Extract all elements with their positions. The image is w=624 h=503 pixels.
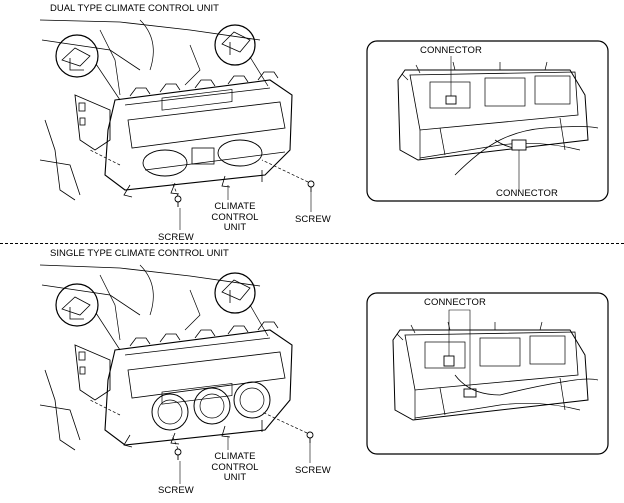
dual-screw-right-label: SCREW (295, 214, 331, 225)
dual-connector-detail (366, 40, 609, 202)
single-screw-right-label: SCREW (295, 465, 331, 476)
single-type-section-title: SINGLE TYPE CLIMATE CONTROL UNIT (50, 248, 229, 259)
single-screw-left-label: SCREW (158, 485, 194, 496)
dual-screw-left-label: SCREW (158, 232, 194, 243)
single-connector-detail (366, 292, 609, 455)
section-divider (0, 243, 624, 244)
dual-unit-illustration (39, 19, 315, 230)
single-climate-control-unit-label: CLIMATE CONTROL UNIT (211, 451, 259, 484)
dual-climate-control-unit-label: CLIMATE CONTROL UNIT (211, 201, 259, 234)
single-unit-illustration (39, 264, 314, 484)
dual-connector-top-label: CONNECTOR (420, 45, 482, 56)
dual-type-section-title: DUAL TYPE CLIMATE CONTROL UNIT (50, 3, 219, 14)
dual-connector-bottom-label: CONNECTOR (496, 188, 558, 199)
single-connector-top-label: CONNECTOR (424, 297, 486, 308)
